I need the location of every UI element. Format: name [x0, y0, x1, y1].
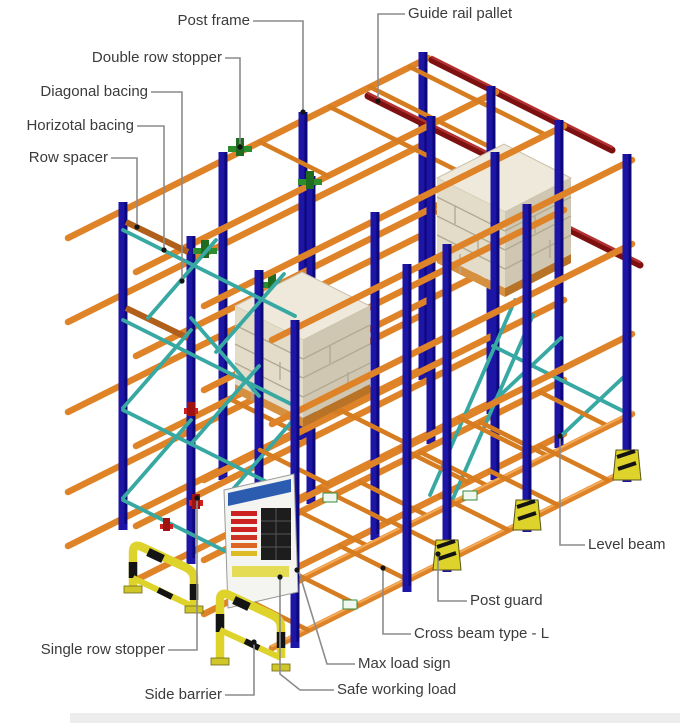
label-row-spacer: Row spacer [28, 149, 108, 166]
leader-double-row-stopper [225, 57, 243, 150]
leader-level-beam [557, 433, 585, 546]
label-level-beam: Level beam [588, 536, 666, 553]
label-single-row-stopper: Single row stopper [40, 641, 165, 658]
label-cross-beam-type-l: Cross beam type - L [414, 625, 550, 642]
ground-shadow [70, 713, 680, 723]
beam-placards [322, 490, 478, 610]
label-guide-rail-pallet: Guide rail pallet [408, 5, 513, 22]
leader-guide-rail-pallet [375, 13, 405, 104]
leader-post-guard [435, 551, 467, 602]
label-double-row-stopper: Double row stopper [91, 49, 222, 66]
leader-horizotal-bacing [137, 125, 167, 253]
leader-cross-beam-type-l [380, 565, 411, 635]
upright-posts-front [290, 154, 632, 648]
leader-single-row-stopper [168, 495, 200, 651]
label-post-frame: Post frame [177, 12, 250, 29]
label-diagonal-bacing: Diagonal bacing [40, 83, 148, 100]
label-safe-working-load: Safe working load [337, 681, 457, 698]
leader-diagonal-bacing [151, 91, 185, 284]
leader-max-load-sign [294, 567, 355, 665]
label-side-barrier: Side barrier [144, 686, 222, 703]
lower-deck-cross-beams [297, 389, 611, 549]
leader-post-frame [253, 20, 306, 115]
leader-row-spacer [111, 157, 140, 230]
side-barriers [123, 541, 291, 672]
leader-safe-working-load [277, 574, 334, 691]
label-max-load-sign: Max load sign [358, 655, 451, 672]
max-load-sign-board [223, 473, 299, 609]
leader-side-barrier [225, 639, 257, 696]
label-post-guard: Post guard [470, 592, 543, 609]
post-guards [432, 449, 642, 571]
leader-lines [111, 13, 585, 696]
label-horizotal-bacing: Horizotal bacing [26, 117, 134, 134]
